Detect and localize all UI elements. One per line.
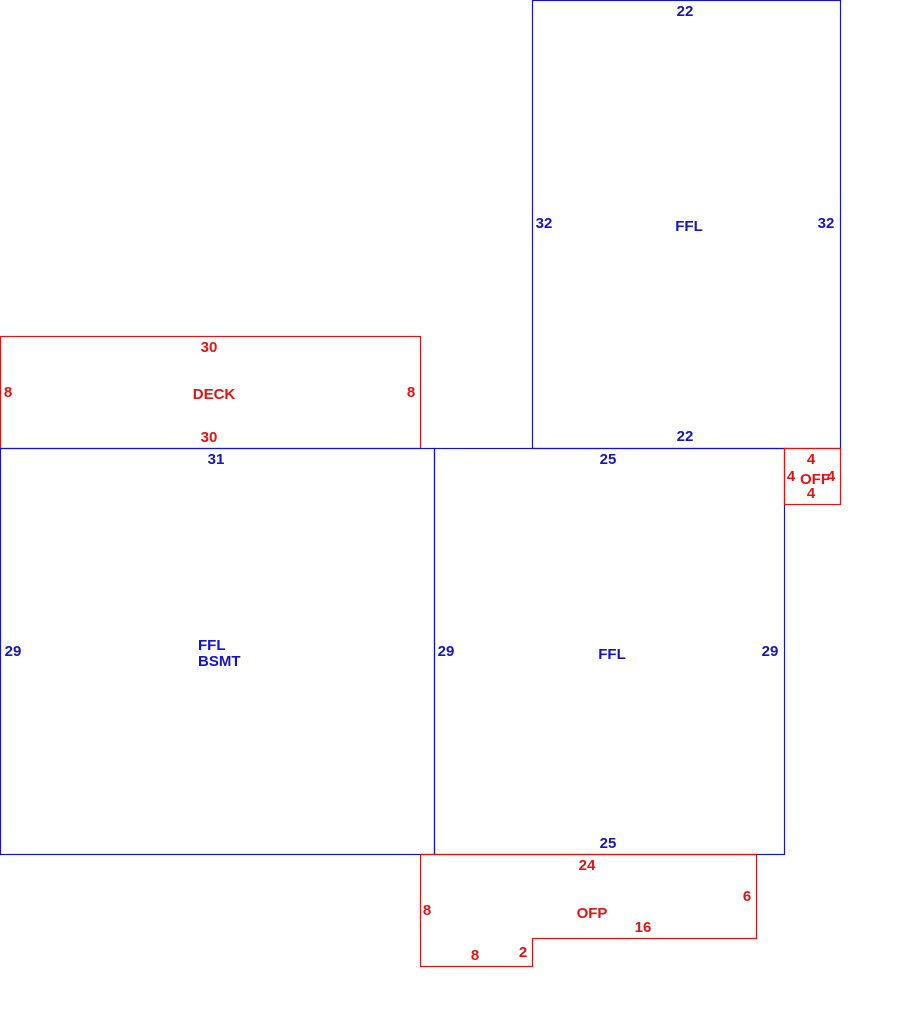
area-ofp: OFP 24 6 16 2 8 8 [419,853,758,968]
dim-ffl-main-left: 29 [438,643,455,660]
dim-ofp-notch: 2 [519,944,527,961]
dim-deck-left: 8 [4,384,12,401]
area-ffl-upper: FFL 22 22 32 32 [531,0,842,450]
dim-ffl-upper-left: 32 [536,215,553,232]
dim-deck-top: 30 [201,339,218,356]
dim-ffl-main-bottom: 25 [600,835,617,852]
dim-deck-bottom: 30 [201,429,218,446]
area-ffl-main-label: FFL [598,646,626,663]
dim-deck-right: 8 [407,384,415,401]
dim-ffl-upper-right: 32 [818,215,835,232]
dim-ofp-step: 16 [635,919,652,936]
dim-ofp-left: 8 [423,902,431,919]
dim-off-small-top: 4 [807,451,816,468]
dim-off-small-right: 4 [827,468,836,485]
area-ffl-bsmt: FFL BSMT 31 29 [0,447,436,856]
dim-off-small-bottom: 4 [807,485,816,502]
dim-off-small-left: 4 [787,468,796,485]
dim-ffl-main-top: 25 [600,451,617,468]
dim-ffl-bsmt-left: 29 [5,643,22,660]
area-deck: DECK 30 30 8 8 [0,335,422,450]
dim-ofp-top: 24 [579,857,596,874]
area-off-small-outline [783,447,842,506]
area-ofp-outline [419,853,758,968]
area-off-small: OFF 4 4 4 4 [783,447,842,506]
area-ofp-label: OFP [577,905,608,922]
dim-ffl-main-right: 29 [762,643,779,660]
dim-ffl-bsmt-top: 31 [208,451,225,468]
area-deck-label: DECK [193,386,236,403]
area-ffl-main: FFL 25 25 29 29 [433,447,786,856]
dim-ofp-bottom: 8 [471,947,479,964]
area-ffl-upper-label: FFL [675,218,703,235]
area-ffl-bsmt-label-line1: FFL [198,637,226,654]
dim-ffl-upper-top: 22 [677,3,694,20]
area-off-small-label: OFF [800,471,830,488]
dim-ffl-upper-bottom: 22 [677,428,694,445]
dim-ofp-right: 6 [743,888,751,905]
area-ffl-bsmt-label-line2: BSMT [198,653,241,670]
